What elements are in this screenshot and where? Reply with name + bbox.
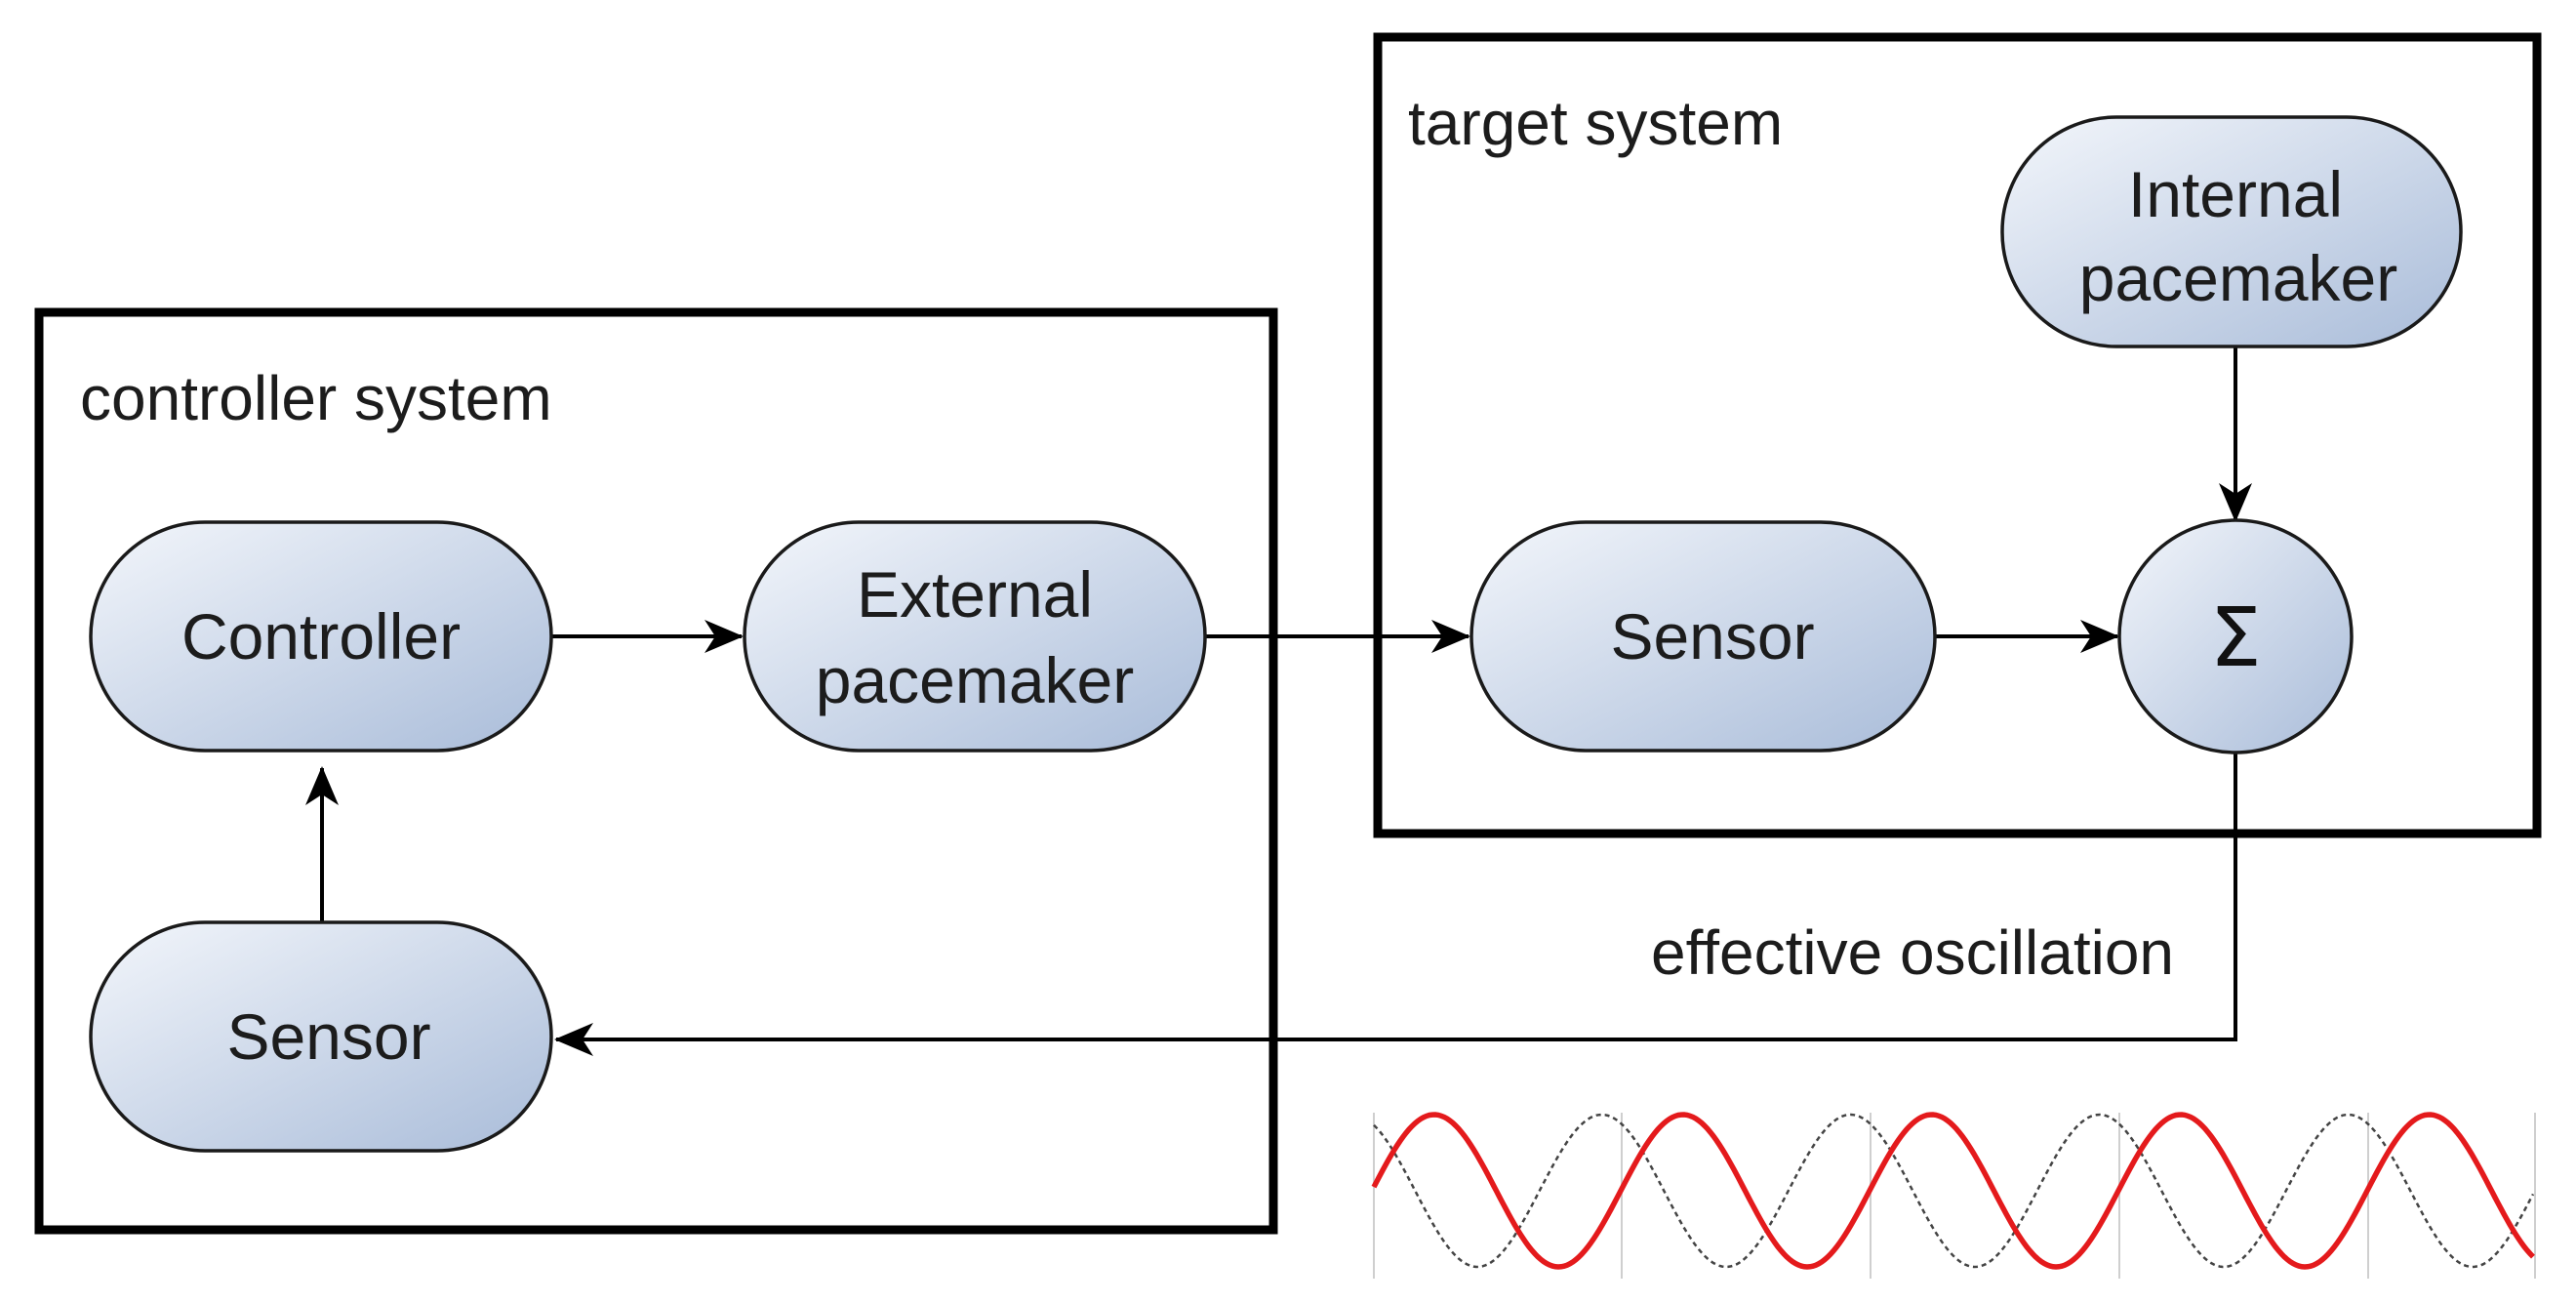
edge-summation-feedback-to-sensor (554, 753, 2237, 1056)
node-target-sensor-shape (1469, 520, 1937, 753)
node-internal-pacemaker-label-line2: pacemaker (2079, 242, 2398, 314)
effective-oscillation-label: effective oscillation (1651, 917, 2174, 988)
target-system-frame (1373, 32, 2542, 838)
node-controller-shape (89, 520, 553, 753)
oscillation-waveform (1371, 1112, 2536, 1279)
node-controller-sensor[interactable]: Sensor (89, 920, 553, 1153)
node-internal-pacemaker[interactable]: Internal pacemaker (2000, 115, 2463, 348)
node-summation[interactable]: Σ (2117, 518, 2354, 754)
node-summation-shape (2117, 518, 2354, 754)
node-external-pacemaker-label-line1: External (857, 558, 1093, 631)
node-controller[interactable]: Controller (89, 520, 553, 753)
node-target-sensor[interactable]: Sensor (1469, 520, 1937, 753)
node-controller-sensor-label: Sensor (226, 1000, 430, 1073)
waveform-primary-line (1371, 1112, 2535, 1270)
target-system-group: target system (1373, 32, 2542, 838)
node-internal-pacemaker-shape (2000, 115, 2463, 348)
node-internal-pacemaker-label-line1: Internal (2128, 158, 2343, 230)
node-external-pacemaker-label-line2: pacemaker (816, 644, 1135, 716)
edges: effective oscillation (305, 346, 2252, 1056)
node-controller-label: Controller (181, 600, 461, 672)
sigma-icon: Σ (2209, 590, 2261, 685)
node-target-sensor-label: Sensor (1610, 600, 1814, 672)
controller-system-label: controller system (80, 363, 552, 433)
target-system-label: target system (1408, 88, 1783, 158)
controller-system-frame (34, 307, 1278, 1235)
controller-system-group: controller system (34, 307, 1278, 1235)
node-external-pacemaker[interactable]: External pacemaker (743, 520, 1207, 753)
waveform-reference-line (1373, 1113, 2535, 1269)
node-controller-sensor-shape (89, 920, 553, 1153)
node-external-pacemaker-shape (743, 520, 1207, 753)
